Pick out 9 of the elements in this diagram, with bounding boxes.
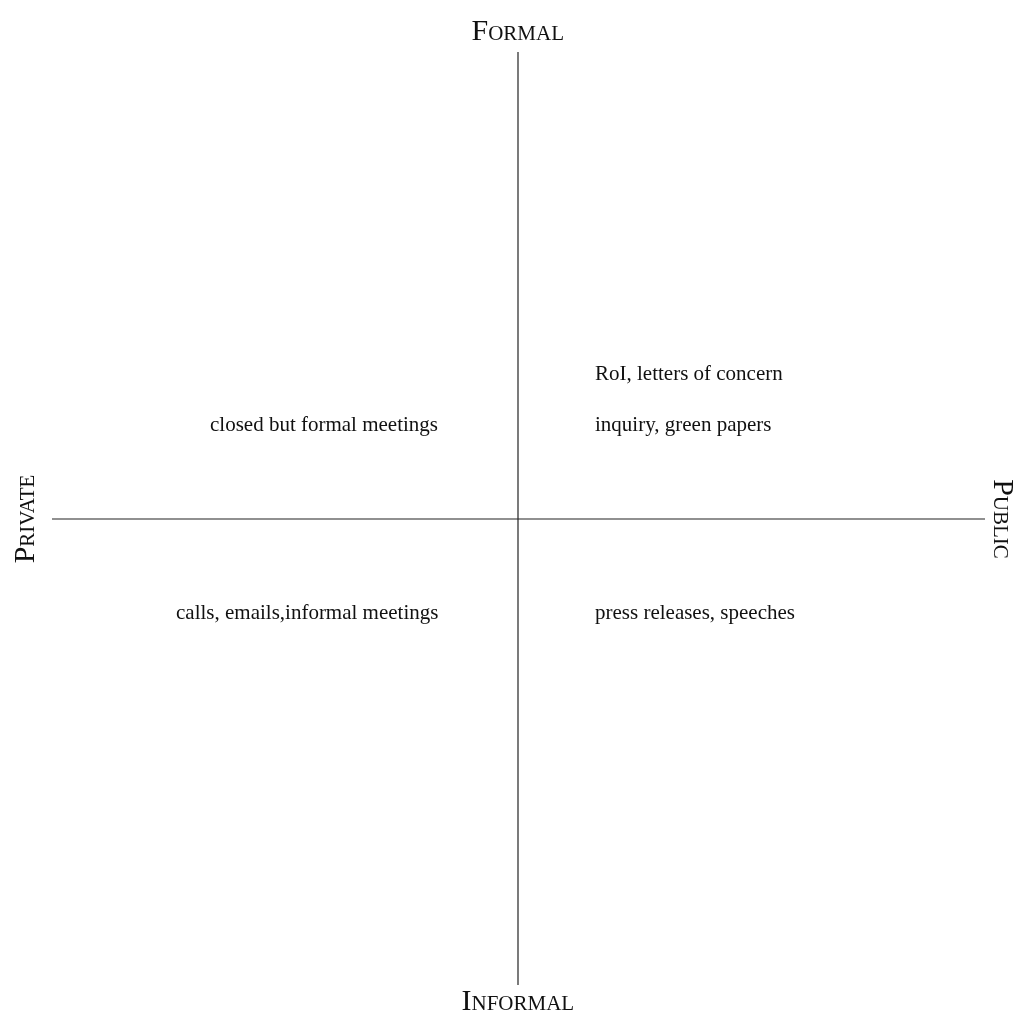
quadrant-label: calls, emails,informal meetings	[176, 599, 439, 625]
quadrant-label: inquiry, green papers	[595, 411, 772, 437]
axis-label: Informal	[461, 982, 575, 1018]
quadrant-label: RoI, letters of concern	[595, 360, 783, 386]
axis-label: Public	[986, 479, 1022, 559]
quadrant-label: closed but formal meetings	[210, 411, 439, 437]
axis-label: Private	[5, 474, 41, 564]
axis-label: Formal	[471, 12, 565, 48]
quadrant-label: press releases, speeches	[595, 599, 795, 625]
